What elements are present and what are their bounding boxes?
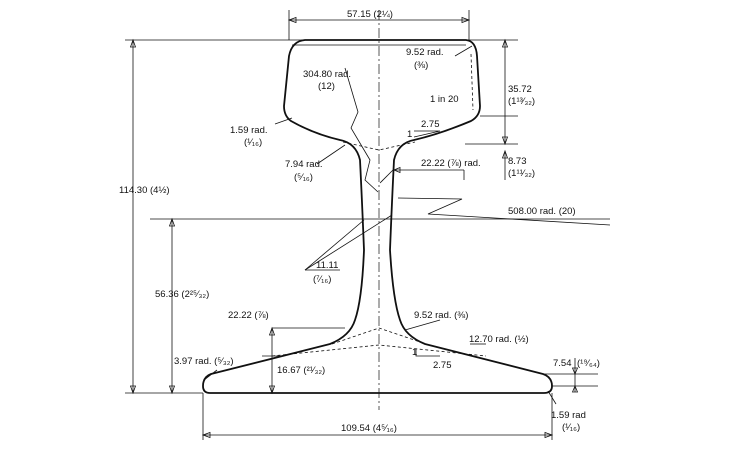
foot-slope-len-label: 2.75	[433, 360, 452, 371]
foot-corner-rad-1: 1.59 rad	[551, 410, 586, 421]
foot-slope-rad: 12.70 rad. (½)	[469, 334, 529, 345]
height-label: 114.30 (4½)	[119, 185, 170, 196]
foot-thickness-label: 22.22 (⅞)	[228, 310, 269, 321]
base-edge-label: 7.54	[553, 358, 572, 369]
head-fillet-rad-1: 7.94 rad.	[285, 159, 323, 170]
rail-profile-outline	[202, 39, 553, 394]
head-corner-rad-2: (⅜)	[414, 60, 428, 71]
web-rad-label: 508.00 rad. (20)	[508, 206, 576, 217]
head-under-rad-1: 1.59 rad.	[230, 125, 268, 136]
neutral-axis-label: 56.36 (2²⁵⁄₃₂)	[155, 289, 209, 300]
head-slope-len-label: 2.75	[421, 119, 440, 130]
foot-slope-mark: 1	[412, 347, 417, 358]
crown-rad-label-2: (12)	[318, 81, 335, 92]
head-fishing-label: 8.73	[508, 156, 527, 167]
head-under-rad-2: (¹⁄₁₆)	[244, 137, 262, 148]
foot-fishing-dash	[331, 327, 427, 345]
base-width-label: 109.54 (4⁵⁄₁₆)	[341, 423, 397, 434]
head-fillet-rad-2: (⁵⁄₁₆)	[294, 172, 313, 183]
head-side-dash	[470, 53, 474, 111]
base-edge-frac: (¹⁹⁄₆₄)	[577, 358, 600, 369]
head-depth-label-1: 35.72	[508, 84, 532, 95]
head-slope-label: 1 in 20	[430, 94, 459, 105]
foot-edge-rad-left: 3.97 rad. (⁵⁄₃₂)	[174, 356, 234, 367]
foot-height-label: 16.67 (²¹⁄₃₂)	[277, 365, 325, 376]
foot-slope-dash	[271, 344, 487, 357]
head-corner-rad-1: 9.52 rad.	[406, 47, 444, 58]
web-thickness-frac: (⁷⁄₁₆)	[313, 274, 331, 285]
web-thickness-label: 11.11	[316, 260, 338, 271]
foot-fillet-rad: 9.52 rad. (⅜)	[414, 310, 468, 321]
head-fishing-frac: (1¹¹⁄₃₂)	[508, 168, 535, 179]
foot-corner-rad-2: (¹⁄₁₆)	[562, 422, 580, 433]
head-width-label: 57.15 (2¼)	[347, 9, 393, 20]
crown-rad-label-1: 304.80 rad.	[303, 69, 351, 80]
head-depth-label-2: (1¹³⁄₃₂)	[508, 96, 535, 107]
head-web-fillet-rad: 22.22 (⅞) rad.	[421, 158, 481, 169]
head-fishing-dash	[342, 141, 416, 151]
head-slope-mark: 1	[407, 129, 412, 140]
